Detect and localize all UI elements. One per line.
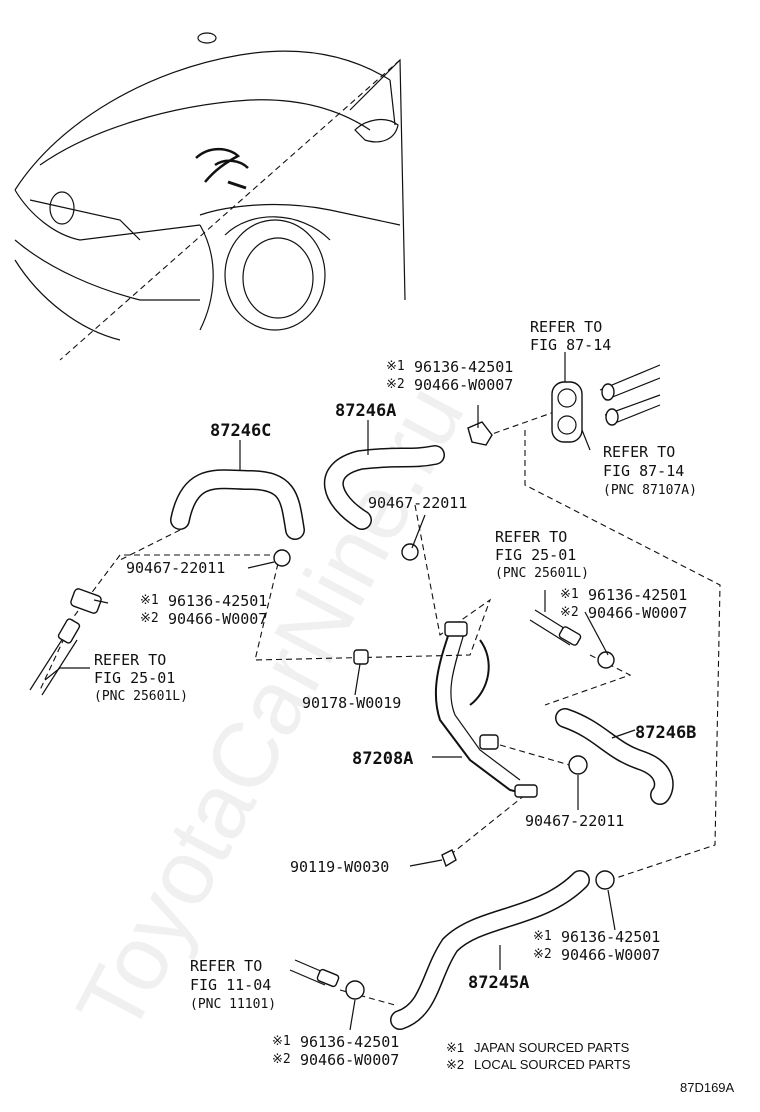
- ref-fig25-mid-line2: FIG 25-01: [495, 546, 576, 564]
- mark1-left: ※1: [140, 593, 159, 608]
- label-leaders: [44, 352, 636, 1031]
- diagram-code: 87D169A: [680, 1080, 735, 1095]
- ref-fig87-right-line3: (PNC 87107A): [603, 483, 697, 498]
- ref-fig11-line2: FIG 11-04: [190, 976, 271, 994]
- clamp-right-shape: [568, 755, 588, 775]
- label-nut: 90178-W0019: [302, 694, 401, 712]
- ref-fig25-left-line1: REFER TO: [94, 651, 166, 669]
- clip-mid-shape: [597, 651, 615, 669]
- label-clip-bottom-b: 90466-W0007: [300, 1051, 399, 1069]
- label-87246C: 87246C: [210, 421, 271, 441]
- clamp-left-shape: [273, 549, 291, 567]
- mark2-bottom: ※2: [272, 1052, 291, 1067]
- mark2-low: ※2: [533, 947, 552, 962]
- label-clamp-top: 90467-22011: [368, 494, 467, 512]
- label-87246B: 87246B: [635, 723, 696, 743]
- ref-fig87-top-line2: FIG 87-14: [530, 336, 611, 354]
- ref-fig25-mid-line3: (PNC 25601L): [495, 566, 589, 581]
- label-clip-low-a: 96136-42501: [561, 928, 660, 946]
- hose-87246C-shape: [170, 469, 305, 540]
- label-87246A: 87246A: [335, 401, 396, 421]
- label-87208A: 87208A: [352, 749, 413, 769]
- bolt-shape: [441, 849, 457, 868]
- hose-87246B-shape: [555, 708, 674, 805]
- label-clip-top-a: 96136-42501: [414, 358, 513, 376]
- legend-mark1: ※1: [446, 1040, 464, 1055]
- label-clamp-right: 90467-22011: [525, 812, 624, 830]
- label-clip-bottom-a: 96136-42501: [300, 1033, 399, 1051]
- mark2-top: ※2: [386, 377, 405, 392]
- mark2-left: ※2: [140, 611, 159, 626]
- legend-text1: JAPAN SOURCED PARTS: [474, 1040, 630, 1055]
- nut-shape: [353, 649, 369, 665]
- ref-fig87-right-line2: FIG 87-14: [603, 462, 684, 480]
- leader-lines: [39, 409, 721, 1006]
- pipe-87208A-shape: [434, 621, 538, 798]
- clamp-top-shape: [401, 543, 419, 561]
- ref-fig25-left-line3: (PNC 25601L): [94, 689, 188, 704]
- label-87245A: 87245A: [468, 973, 529, 993]
- ref-fig11-line3: (PNC 11101): [190, 997, 276, 1012]
- ref-fig25-mid-line1: REFER TO: [495, 528, 567, 546]
- label-clip-top-b: 90466-W0007: [414, 376, 513, 394]
- clip-bottom-shape: [345, 980, 365, 1000]
- legend-text2: LOCAL SOURCED PARTS: [474, 1057, 631, 1072]
- ref-fig87-top-line1: REFER TO: [530, 318, 602, 336]
- label-clip-low-b: 90466-W0007: [561, 946, 660, 964]
- clip-low-shape: [595, 870, 615, 890]
- ref-fig11-line1: REFER TO: [190, 957, 262, 975]
- ref-fig25-left-line2: FIG 25-01: [94, 669, 175, 687]
- car-illustration: [14, 32, 406, 361]
- mark1-bottom: ※1: [272, 1034, 291, 1049]
- grommet-shape: [551, 381, 583, 443]
- clip-top-shape: [467, 421, 493, 446]
- mark1-low: ※1: [533, 929, 552, 944]
- label-bolt: 90119-W0030: [290, 858, 389, 876]
- label-clip-left-b: 90466-W0007: [168, 610, 267, 628]
- label-clip-mid-b: 90466-W0007: [588, 604, 687, 622]
- pipe-stub-bottom: [289, 959, 340, 988]
- pipe-stub-mid: [529, 609, 582, 646]
- label-clamp-left: 90467-22011: [126, 559, 225, 577]
- mark1-mid: ※1: [560, 587, 579, 602]
- watermark-text: ToyotaCarNine.ru: [58, 369, 484, 1049]
- pipe-stub-left: [29, 618, 81, 696]
- legend-mark2: ※2: [446, 1057, 464, 1072]
- mark2-mid: ※2: [560, 605, 579, 620]
- hose-87245A-shape: [390, 870, 590, 1030]
- pipe-stub-top-right: [599, 364, 661, 426]
- clip-left-shape: [70, 588, 102, 614]
- label-clip-mid-a: 96136-42501: [588, 586, 687, 604]
- mark1-top: ※1: [386, 359, 405, 374]
- label-clip-left-a: 96136-42501: [168, 592, 267, 610]
- ref-fig87-right-line1: REFER TO: [603, 443, 675, 461]
- hose-87246A-shape: [323, 445, 445, 530]
